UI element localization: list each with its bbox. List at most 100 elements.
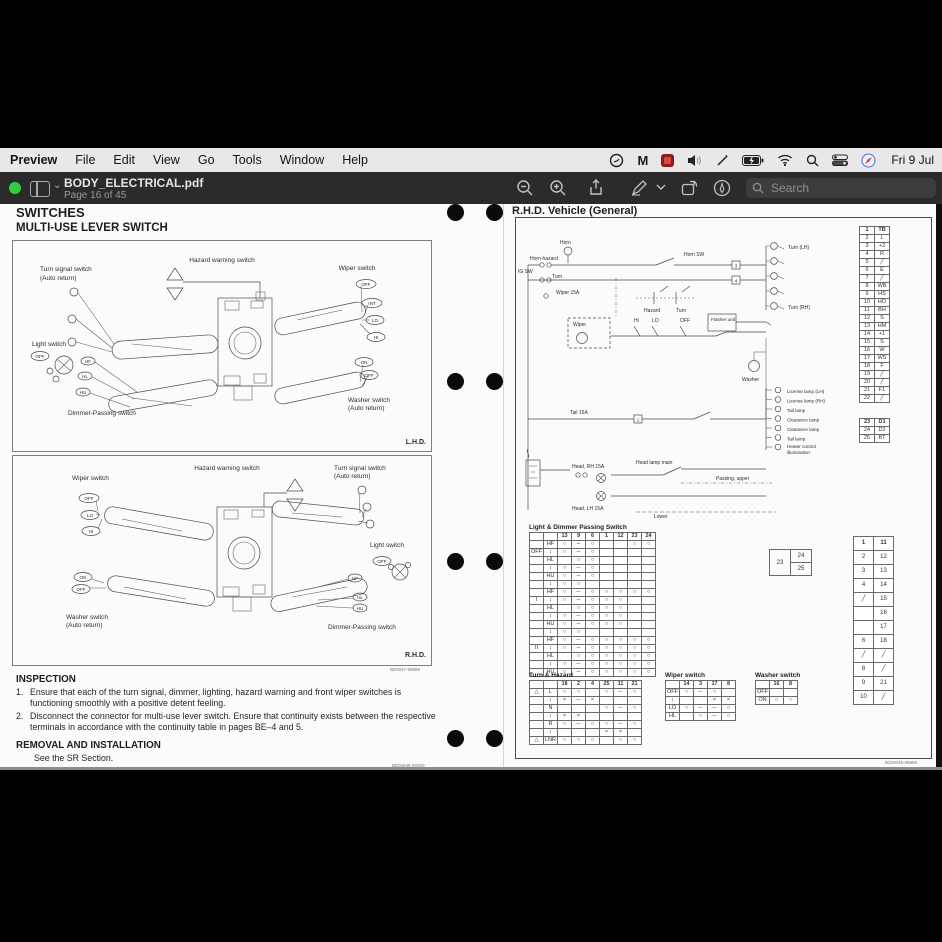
- table-cell: ○: [557, 660, 572, 669]
- table-cell: TB: [874, 226, 890, 235]
- menu-view[interactable]: View: [152, 153, 180, 167]
- punch-hole: [486, 204, 503, 221]
- zoom-in-button[interactable]: [549, 179, 567, 197]
- table-cell: 1: [859, 226, 875, 235]
- table-cell: [529, 540, 544, 549]
- table-cell: 4: [853, 578, 874, 593]
- table-cell: ○: [641, 540, 656, 549]
- diagram-label: Turn signal switch: [334, 465, 386, 472]
- punch-hole: [486, 373, 503, 390]
- markup-chevron-icon[interactable]: [656, 184, 666, 191]
- share-button[interactable]: [587, 179, 605, 197]
- sidebar-chevron-icon[interactable]: ⌄: [53, 180, 62, 191]
- table-cell: ○: [599, 644, 614, 653]
- table-cell: [627, 556, 642, 565]
- circuit-label: Clearance lamp: [787, 427, 820, 432]
- menu-edit[interactable]: Edit: [113, 153, 135, 167]
- circuit-label: Head lamp main: [636, 460, 673, 466]
- table-cell: ○: [613, 612, 628, 621]
- table-cell: [641, 604, 656, 613]
- table-cell: 3: [859, 242, 875, 251]
- figure-code: BE0047-99899: [390, 667, 421, 672]
- table-cell: ○: [613, 736, 628, 745]
- table-cell: ╱: [853, 648, 874, 663]
- menu-file[interactable]: File: [75, 153, 96, 167]
- menu-preview[interactable]: Preview: [10, 153, 58, 167]
- list-number: 1.: [16, 687, 24, 697]
- malwarebytes-icon[interactable]: M: [637, 152, 649, 168]
- table-cell: HF: [543, 588, 558, 597]
- search-input[interactable]: [769, 180, 923, 196]
- table-cell: [585, 628, 600, 637]
- table-cell: [599, 564, 614, 573]
- table-cell: △: [529, 736, 544, 745]
- table-cell: HL: [543, 604, 558, 613]
- table-cell: ╱: [873, 690, 894, 705]
- circuit-label: Tail lamp: [787, 437, 806, 442]
- menu-go[interactable]: Go: [197, 153, 215, 167]
- zoom-out-button[interactable]: [516, 179, 534, 197]
- diagram-label: HU: [80, 390, 87, 395]
- display-toggle-icon[interactable]: [832, 152, 849, 168]
- table-cell: ○: [557, 688, 572, 697]
- table-cell: HL: [665, 712, 680, 721]
- table-cell: [585, 688, 600, 697]
- svg-text:3: 3: [735, 264, 738, 269]
- table-cell: ○: [557, 580, 572, 589]
- table-cell: ○: [557, 564, 572, 573]
- circuit-label: IG SW: [518, 269, 533, 275]
- table-cell: [627, 580, 642, 589]
- menu-clock[interactable]: Fri 9 Jul: [891, 153, 934, 167]
- table-cell: 6: [853, 634, 874, 649]
- table-cell: ─: [571, 696, 586, 705]
- menu-help[interactable]: Help: [342, 153, 368, 167]
- spotlight-search-icon[interactable]: [806, 152, 819, 168]
- circuit-label: Wiper: [573, 322, 586, 328]
- traffic-light-green[interactable]: [9, 182, 21, 194]
- diagram-label: HI: [89, 529, 94, 534]
- table-cell: ○: [557, 736, 572, 745]
- table-cell: ○: [585, 636, 600, 645]
- circuit-label: License lamp (LH): [787, 389, 825, 394]
- table-cell: [529, 728, 544, 737]
- table-cell: ○: [613, 644, 628, 653]
- diagram-label: LO: [87, 513, 94, 518]
- table-cell: [529, 532, 544, 541]
- circuit-label: Passing, upper: [716, 476, 750, 482]
- sign-pen-button[interactable]: [713, 179, 731, 197]
- table-cell: [613, 712, 628, 721]
- circuit-label: Hazard: [644, 308, 660, 314]
- table-cell: [627, 548, 642, 557]
- volume-icon[interactable]: [687, 152, 703, 168]
- safari-icon[interactable]: [861, 152, 876, 168]
- sidebar-toggle-icon[interactable]: [30, 181, 50, 197]
- red-app-icon[interactable]: [661, 152, 675, 168]
- wifi-icon[interactable]: [777, 152, 793, 168]
- menu-tools[interactable]: Tools: [232, 153, 262, 167]
- table-cell: [627, 728, 642, 737]
- circuit-label: Tail lamp: [787, 408, 806, 413]
- table-cell: 11: [613, 680, 628, 689]
- table-cell: II: [529, 644, 544, 653]
- table-cell: ○: [721, 704, 736, 713]
- table-cell: ╱: [874, 394, 890, 403]
- table-cell: [599, 540, 614, 549]
- table-cell: ╱: [874, 378, 890, 387]
- table-cell: [557, 604, 572, 613]
- search-icon: [752, 182, 764, 194]
- battery-icon[interactable]: [742, 152, 764, 168]
- markup-pencil-button[interactable]: [630, 179, 648, 197]
- search-field[interactable]: [746, 178, 936, 198]
- creative-cloud-icon[interactable]: [609, 152, 624, 168]
- table-cell: [529, 720, 544, 729]
- menu-window[interactable]: Window: [279, 153, 325, 167]
- rotate-button[interactable]: [680, 179, 698, 197]
- pdf-content[interactable]: SWITCHES MULTI-USE LEVER SWITCH Hazard w…: [0, 204, 942, 770]
- menu-items: Preview File Edit View Go Tools Window H…: [0, 153, 377, 167]
- wand-icon[interactable]: [716, 152, 729, 168]
- inspection-heading: INSPECTION: [16, 674, 76, 685]
- table-cell: ↕: [543, 564, 558, 573]
- table-cell: 4: [585, 680, 600, 689]
